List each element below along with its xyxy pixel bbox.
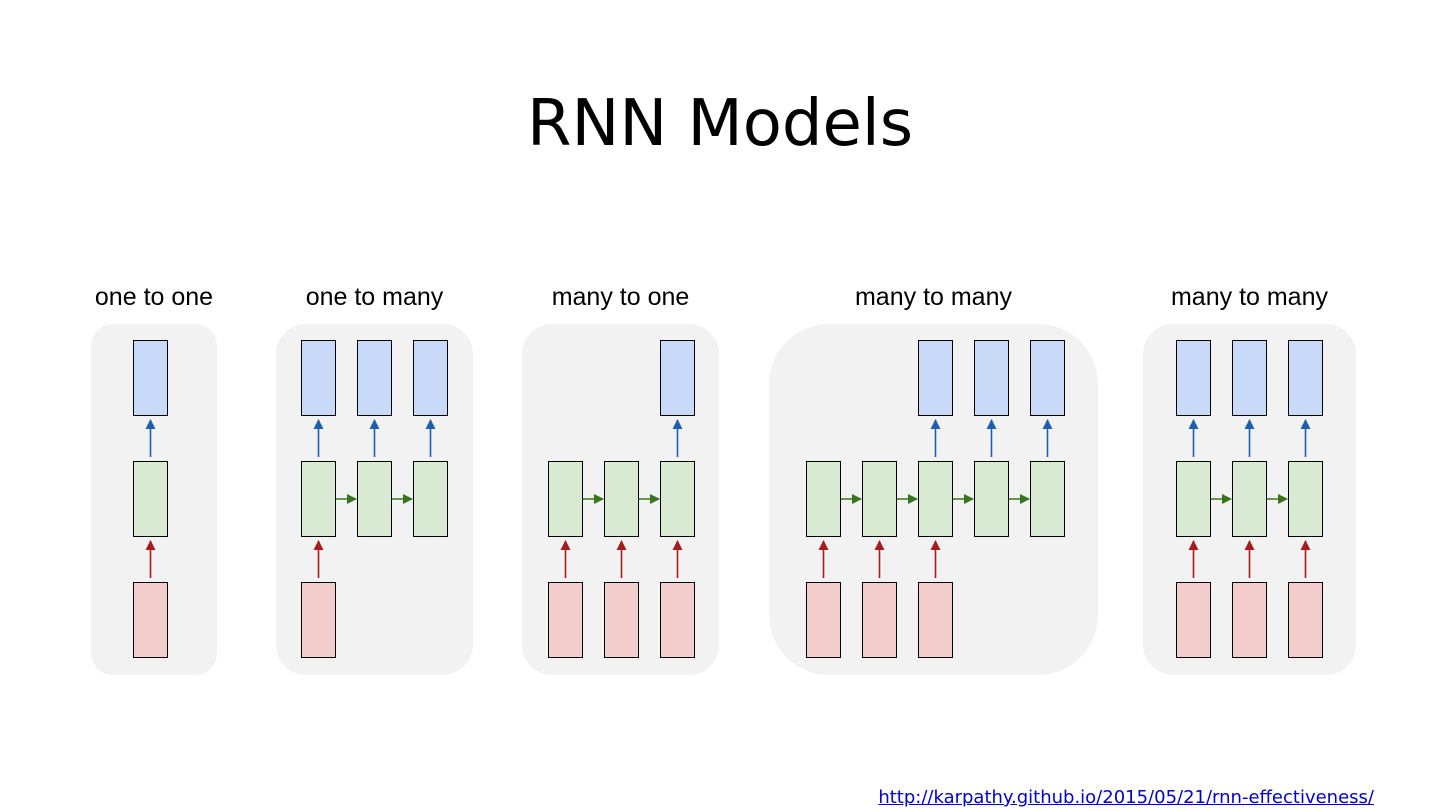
output-box <box>357 340 392 416</box>
output-box <box>133 340 168 416</box>
output-box <box>1232 340 1267 416</box>
input-box <box>1176 582 1211 658</box>
output-box <box>413 340 448 416</box>
hidden-state-box <box>862 461 897 537</box>
output-box <box>1176 340 1211 416</box>
output-box <box>974 340 1009 416</box>
input-box <box>862 582 897 658</box>
panel-label: many to many <box>1171 283 1329 311</box>
panel-4: many to many <box>769 283 1098 675</box>
output-box <box>1288 340 1323 416</box>
hidden-state-box <box>357 461 392 537</box>
input-box <box>918 582 953 658</box>
hidden-state-box <box>1232 461 1267 537</box>
source-link[interactable]: http://karpathy.github.io/2015/05/21/rnn… <box>878 787 1374 808</box>
hidden-state-box <box>133 461 168 537</box>
output-box <box>1030 340 1065 416</box>
hidden-state-box <box>660 461 695 537</box>
panel-1: one to one <box>91 283 217 675</box>
panel-2: one to many <box>276 283 473 675</box>
hidden-state-box <box>413 461 448 537</box>
panel-3: many to one <box>522 283 719 675</box>
hidden-state-box <box>548 461 583 537</box>
hidden-state-box <box>1288 461 1323 537</box>
input-box <box>806 582 841 658</box>
input-box <box>1288 582 1323 658</box>
panel-label: many to one <box>552 283 690 311</box>
input-box <box>660 582 695 658</box>
output-box <box>660 340 695 416</box>
panel-label: many to many <box>855 283 1013 311</box>
hidden-state-box <box>806 461 841 537</box>
hidden-state-box <box>1176 461 1211 537</box>
input-box <box>1232 582 1267 658</box>
output-box <box>301 340 336 416</box>
panel-label: one to many <box>306 283 444 311</box>
input-box <box>133 582 168 658</box>
hidden-state-box <box>918 461 953 537</box>
slide-title: RNN Models <box>526 87 914 161</box>
input-box <box>301 582 336 658</box>
hidden-state-box <box>974 461 1009 537</box>
hidden-state-box <box>1030 461 1065 537</box>
input-box <box>604 582 639 658</box>
hidden-state-box <box>604 461 639 537</box>
output-box <box>918 340 953 416</box>
input-box <box>548 582 583 658</box>
panel-label: one to one <box>95 283 213 311</box>
hidden-state-box <box>301 461 336 537</box>
panel-5: many to many <box>1143 283 1356 675</box>
